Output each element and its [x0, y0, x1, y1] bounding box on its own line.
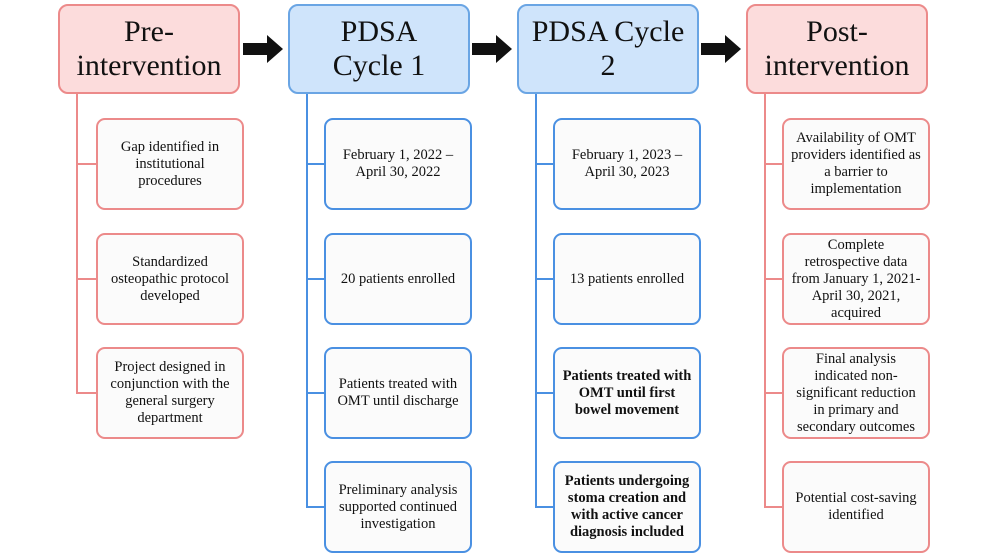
pre-intervention-title: Pre- intervention	[76, 15, 222, 82]
connector	[764, 506, 782, 508]
arrow-right-icon	[472, 35, 512, 63]
pdsa-cycle-1-item: February 1, 2022 – April 30, 2022	[324, 118, 472, 210]
pdsa-cycle-2-header: PDSA Cycle 2	[517, 4, 699, 94]
pdsa-cycle-1-item: Preliminary analysis supported continued…	[324, 461, 472, 553]
pre-intervention-item: Project designed in conjunction with the…	[96, 347, 244, 439]
pdsa-cycle-2-item: Patients undergoing stoma creation and w…	[553, 461, 701, 553]
post-intervention-header: Post- intervention	[746, 4, 928, 94]
pdsa-cycle-1-title: PDSA Cycle 1	[332, 15, 426, 82]
item-text: Project designed in conjunction with the…	[110, 359, 230, 426]
connector	[764, 163, 782, 165]
post-intervention-connector	[764, 94, 766, 508]
pdsa-cycle-2-connector	[535, 94, 537, 508]
connector	[76, 163, 96, 165]
connector	[306, 506, 324, 508]
connector	[535, 506, 553, 508]
pdsa-cycle-2-item: February 1, 2023 – April 30, 2023	[553, 118, 701, 210]
connector	[535, 278, 553, 280]
item-text: Patients treated with OMT until first bo…	[562, 367, 692, 418]
pre-intervention-header: Pre- intervention	[58, 4, 240, 94]
pdsa-cycle-2-item: Patients treated with OMT until first bo…	[553, 347, 701, 439]
connector	[306, 392, 324, 394]
item-text: Complete retrospective data from January…	[791, 236, 921, 321]
item-text: Potential cost-saving identified	[795, 490, 917, 523]
arrow-right-icon	[243, 35, 283, 63]
item-text: Availability of OMT providers identified…	[791, 130, 921, 197]
post-intervention-item: Availability of OMT providers identified…	[782, 118, 930, 210]
pdsa-cycle-2-title: PDSA Cycle 2	[531, 15, 685, 82]
pdsa-cycle-1-connector	[306, 94, 308, 508]
connector	[535, 392, 553, 394]
item-text: Patients treated with OMT until discharg…	[337, 376, 459, 409]
pdsa-cycle-1-item: Patients treated with OMT until discharg…	[324, 347, 472, 439]
post-intervention-title: Post- intervention	[764, 15, 910, 82]
item-text: Patients undergoing stoma creation and w…	[564, 473, 690, 540]
connector	[764, 392, 782, 394]
item-text: Final analysis indicated non- significan…	[796, 350, 916, 435]
connector	[764, 278, 782, 280]
post-intervention-item: Complete retrospective data from January…	[782, 233, 930, 325]
arrow-right-icon	[701, 35, 741, 63]
pdsa-cycle-2-item: 13 patients enrolled	[553, 233, 701, 325]
item-text: Gap identified in institutional procedur…	[120, 138, 220, 189]
post-intervention-item: Final analysis indicated non- significan…	[782, 347, 930, 439]
connector	[76, 392, 96, 394]
pre-intervention-item: Gap identified in institutional procedur…	[96, 118, 244, 210]
item-text: 13 patients enrolled	[569, 270, 685, 287]
item-text: Preliminary analysis supported continued…	[338, 481, 458, 532]
post-intervention-item: Potential cost-saving identified	[782, 461, 930, 553]
connector	[76, 278, 96, 280]
pre-intervention-item: Standardized osteopathic protocol develo…	[96, 233, 244, 325]
pre-intervention-connector	[76, 94, 78, 394]
item-text: 20 patients enrolled	[340, 270, 456, 287]
item-text: Standardized osteopathic protocol develo…	[111, 253, 229, 304]
connector	[535, 163, 553, 165]
item-text: February 1, 2023 – April 30, 2023	[571, 147, 683, 180]
pdsa-cycle-1-item: 20 patients enrolled	[324, 233, 472, 325]
connector	[306, 278, 324, 280]
pdsa-cycle-1-header: PDSA Cycle 1	[288, 4, 470, 94]
connector	[306, 163, 324, 165]
item-text: February 1, 2022 – April 30, 2022	[342, 147, 454, 180]
